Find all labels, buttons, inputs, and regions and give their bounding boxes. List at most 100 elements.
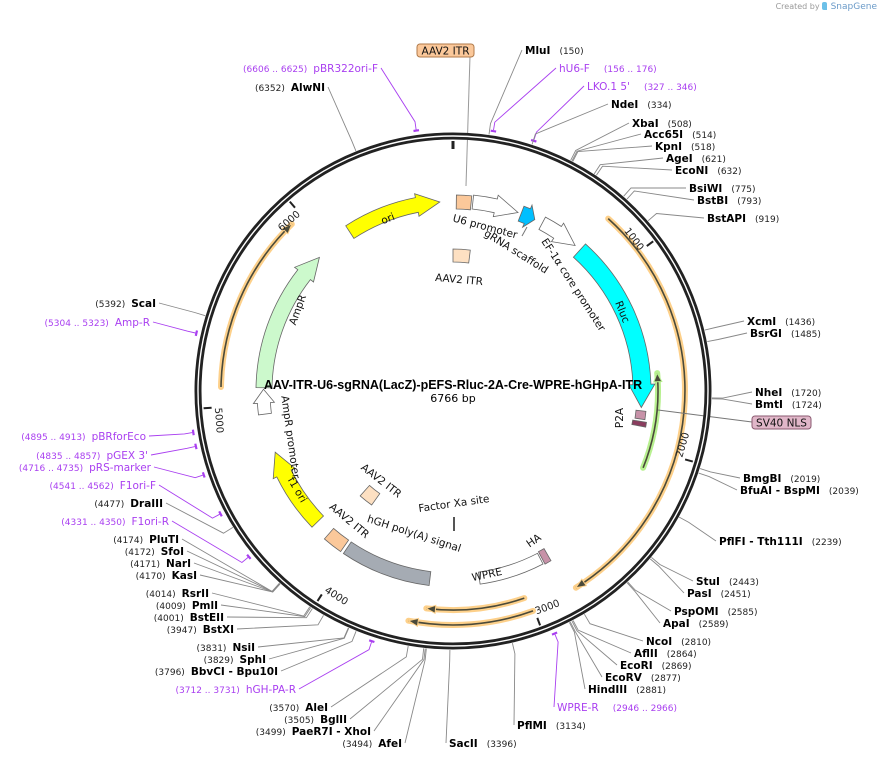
restriction-site-label[interactable]: XcmI (1436) [747,316,815,328]
restriction-site-label[interactable]: Acc65I(514) [644,129,716,141]
restriction-site-label[interactable]: (5392)ScaI [95,298,156,310]
feature-label-box[interactable] [751,415,812,430]
feature-grna-scaffold[interactable] [517,203,536,229]
feature-rluc[interactable] [572,243,656,409]
primer-label[interactable]: (4331 .. 4350)F1ori-R [61,516,169,528]
feature-u6-promoter[interactable] [471,194,519,218]
restriction-site-label[interactable]: (3947)BstXI [167,624,234,636]
restriction-site-label[interactable]: MluI(150) [525,45,584,57]
feature-aav2-itr[interactable] [452,248,471,264]
site-position: (919) [755,215,779,225]
restriction-site-label[interactable]: NdeI(334) [611,99,672,111]
restriction-site-label[interactable]: XbaI(508) [632,118,692,130]
restriction-site-label[interactable]: BsiWI(775) [689,183,756,195]
tick-mark [316,593,323,602]
feature-aav2-itr[interactable] [359,484,381,506]
restriction-site-label[interactable]: EcoRV(2877) [605,672,681,684]
primer-label[interactable]: WPRE-R(2946 .. 2966) [557,702,677,714]
feature-hgh-poly-a-signal[interactable] [342,541,432,586]
restriction-site-label[interactable]: PflFI - Tth111I(2239) [719,536,842,548]
primer-label[interactable]: (6606 .. 6625)pBR322ori-F [243,63,378,75]
feature-ampr[interactable] [255,256,320,389]
restriction-site-label[interactable]: ApaI(2589) [663,618,729,630]
restriction-site-label[interactable]: (3505)BglII [284,714,347,726]
primer-binding-mark [551,631,558,636]
restriction-site-label[interactable]: NcoI(2810) [646,636,711,648]
restriction-site-label[interactable]: (4009)PmlI [156,600,218,612]
feature-ampr-promoter[interactable] [252,388,276,416]
primer-label[interactable]: (4895 .. 4913)pBRforEco [21,431,146,443]
restriction-site-label[interactable]: AgeI(621) [666,153,726,165]
primer-label[interactable]: (3712 .. 3731)hGH-PA-R [176,684,296,696]
primer-label[interactable]: (4835 .. 4857)pGEX 3' [36,450,148,462]
feature-aav2-itr[interactable] [323,527,350,553]
restriction-site-label[interactable]: (3499)PaeR7I - XhoI [256,726,371,738]
restriction-site-label[interactable]: BmtI(1724) [755,399,822,411]
primer-label[interactable]: LKO.1 5'(327 .. 346) [587,81,697,93]
restriction-site-label[interactable]: (4001)BstEII [154,612,224,624]
site-name: XcmI [747,316,776,328]
site-name: XbaI [632,118,659,130]
restriction-site-label[interactable]: PspOMI(2585) [674,606,758,618]
restriction-site-label[interactable]: PasI(2451) [687,588,751,600]
orf-arrowhead-icon [653,371,663,383]
restriction-site-label[interactable]: EcoRI(2869) [620,660,692,672]
feature-label: ori [379,211,396,227]
primer-binding-mark [490,129,497,133]
restriction-site-label[interactable]: NheI(1720) [755,387,821,399]
restriction-site-label[interactable]: (3829)SphI [204,654,266,666]
restriction-site-label[interactable]: (6352)AlwNI [255,82,325,94]
primer-leader-line [148,432,193,437]
restriction-site-label[interactable]: (3796)BbvCI - Bpu10I [155,666,278,678]
primer-leader-line [553,634,559,708]
feature-ef-1-core-promoter[interactable] [538,216,576,247]
feature-ha[interactable] [537,548,552,565]
restriction-site-label[interactable]: (4171)NarI [130,558,191,570]
restriction-site-label[interactable]: StuI(2443) [696,576,759,588]
site-leader-line [268,627,350,660]
restriction-site-label[interactable]: (4174)PluTI [113,534,179,546]
restriction-site-label[interactable]: BfuAI - BspMI(2039) [740,485,859,497]
feature-wpre[interactable] [478,552,544,585]
site-leader-line [211,592,311,617]
restriction-site-label[interactable]: (4170)KasI [136,570,197,582]
feature-aav2-itr[interactable] [455,194,473,211]
restriction-site-label[interactable]: BsrGI(1485) [750,328,821,340]
site-position: (1724) [792,401,822,411]
site-name: PflFI - Tth111I [719,536,803,548]
restriction-site-label[interactable]: BmgBI(2019) [743,473,820,485]
feature-label-box[interactable] [416,43,475,58]
restriction-site-label[interactable]: EcoNI(632) [675,165,742,177]
site-position: (2946 .. 2966) [613,704,677,714]
restriction-site-label[interactable]: AflII(2864) [634,648,697,660]
feature-box-label: SV40 NLS [756,418,807,430]
restriction-site-label[interactable]: BstAPI (919) [707,213,779,225]
site-leader-line [596,165,673,176]
restriction-site-label[interactable]: KpnI(518) [655,141,715,153]
restriction-site-label[interactable]: (3494)AfeI [342,738,402,750]
restriction-site-label[interactable]: (3831)NsiI [197,642,255,654]
feature-ori[interactable] [345,193,441,239]
primer-label[interactable]: (4541 .. 4562)F1ori-F [50,480,157,492]
restriction-site-label[interactable]: PflMI(3134) [517,720,586,732]
feature-sv40-nls[interactable] [631,419,647,428]
site-name: PasI [687,588,712,600]
site-name: pBRforEco [92,431,146,443]
site-name: NheI [755,387,782,399]
feature-label: AAV2 ITR [435,272,484,288]
restriction-site-label[interactable]: (4014)RsrII [146,588,209,600]
restriction-site-label[interactable]: BstBI(793) [697,195,761,207]
feature-p2a[interactable] [634,409,647,421]
feature-f1-ori[interactable] [272,451,325,528]
restriction-site-label[interactable]: (4172)SfoI [125,546,184,558]
restriction-site-label[interactable]: (3570)AleI [269,702,328,714]
restriction-site-label[interactable]: (4477)DraIII [94,498,163,510]
restriction-site-label[interactable]: HindIII(2881) [588,684,666,696]
primer-label[interactable]: (5304 .. 5323)Amp-R [45,317,150,329]
restriction-site-label[interactable]: SacII(3396) [449,738,517,750]
site-position: (632) [717,167,741,177]
site-name: BstAPI [707,213,746,225]
site-position: (1436) [785,318,815,328]
primer-label[interactable]: hU6-F(156 .. 176) [559,63,657,75]
primer-label[interactable]: (4716 .. 4735)pRS-marker [19,462,152,474]
